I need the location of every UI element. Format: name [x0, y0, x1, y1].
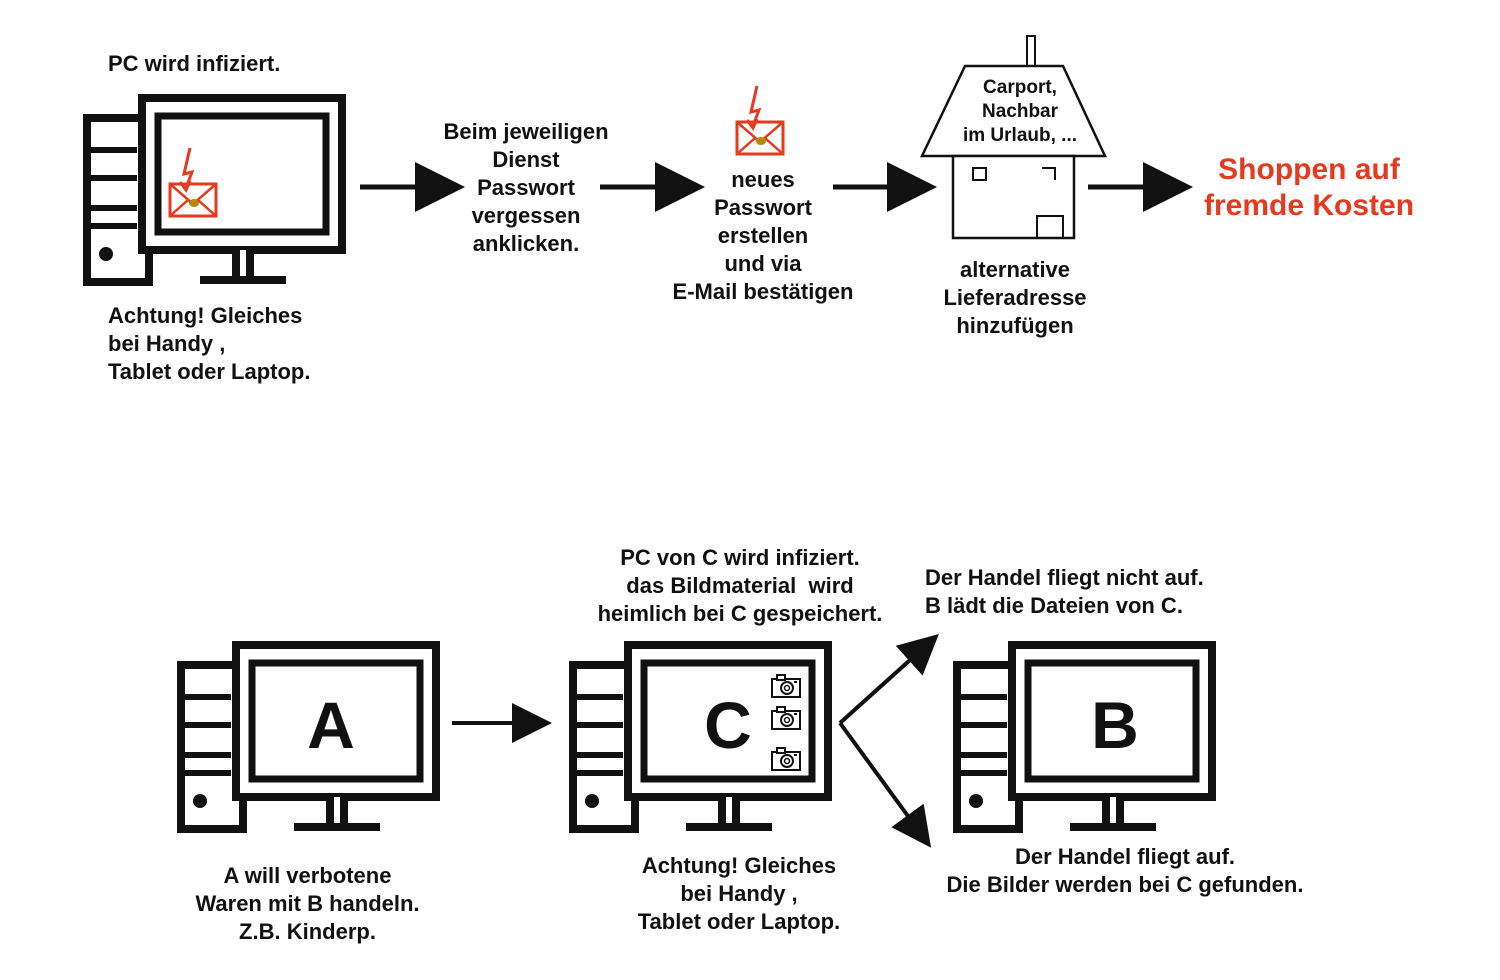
result-label: Shoppen auf fremde Kosten — [1203, 153, 1415, 222]
arrow-c-to-b-up — [838, 633, 939, 725]
c-warning: Achtung! Gleiches bei Handy , Tablet ode… — [637, 853, 841, 934]
c-top-caption: PC von C wird infiziert. das Bildmateria… — [597, 545, 883, 626]
warning-label: Achtung! Gleiches bei Handy , Tablet ode… — [108, 303, 311, 384]
not-caught-caption: Der Handel fliegt nicht auf. B lädt die … — [925, 565, 1204, 618]
pc-a-letter: A — [307, 688, 355, 762]
step-forgot-password: Beim jeweiligen Dienst Passwort vergesse… — [443, 119, 609, 256]
caught-caption: Der Handel fliegt auf. Die Bilder werden… — [946, 844, 1304, 897]
arrow-c-down — [838, 721, 932, 848]
step-new-password: neues Passwort erstellen und via E-Mail … — [672, 167, 854, 304]
house-label: Carport, Nachbar im Urlaub, ... — [962, 77, 1078, 146]
pc-b-letter: B — [1091, 688, 1139, 762]
house-icon — [920, 35, 1107, 240]
mail-virus-icon — [735, 84, 785, 156]
pc-c-letter: C — [704, 688, 752, 762]
a-caption: A will verbotene Waren mit B handeln. Z.… — [195, 863, 420, 944]
pc-infected-label: PC wird infiziert. — [108, 51, 281, 76]
step-alt-address: alternative Lieferadresse hinzufügen — [943, 257, 1087, 338]
